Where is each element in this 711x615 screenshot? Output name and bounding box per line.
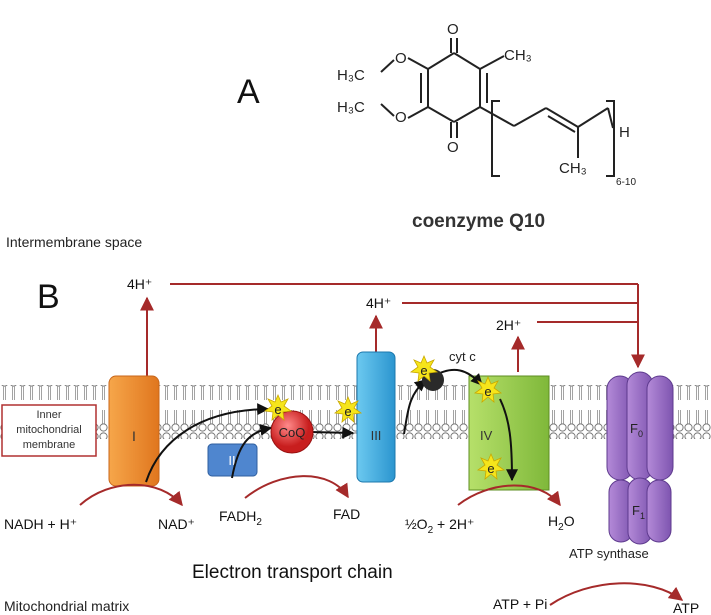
electron-label-2: e <box>344 404 351 419</box>
electron-burst-1 <box>263 393 293 421</box>
repeat-bracket-right <box>606 100 615 177</box>
reaction-arcs <box>79 475 684 606</box>
membrane-label-box <box>1 404 97 457</box>
fad-label: FAD <box>333 506 360 522</box>
terminal-hydrogen: H <box>619 124 630 141</box>
complex-iii-label: III <box>371 428 382 443</box>
ring-methyl-group: CH₃ <box>504 47 532 64</box>
coenzyme-caption: coenzyme Q10 <box>412 211 545 232</box>
repeat-count: 6-10 <box>616 177 636 188</box>
methoxy-oxygen-bottom: O <box>395 109 407 126</box>
electron-label-5: e <box>487 461 494 476</box>
f0-label: F0 <box>630 421 643 439</box>
atp-synthase-label: ATP synthase <box>569 546 649 561</box>
panel-b-letter: B <box>37 278 60 316</box>
nadh-label: NADH + H⁺ <box>4 516 77 532</box>
cytochrome-c-label: cyt c <box>449 349 476 364</box>
atp-pi-label: ATP + Pi <box>493 596 547 612</box>
proton-label-complex-iii: 4H⁺ <box>366 295 391 311</box>
repeat-bracket-left <box>491 100 500 177</box>
carbonyl-oxygen-bottom: O <box>447 139 459 156</box>
complex-iii <box>356 351 396 483</box>
carbonyl-oxygen-top: O <box>447 21 459 38</box>
nad-label: NAD⁺ <box>158 516 195 532</box>
atp-label: ATP <box>673 600 699 615</box>
electron-burst-3 <box>409 354 439 382</box>
intermembrane-space-label: Intermembrane space <box>6 234 142 250</box>
atp-synthase <box>606 371 674 545</box>
membrane-label-line-1: Inner <box>36 409 61 421</box>
proton-pathways <box>140 283 645 380</box>
electron-label-4: e <box>484 384 491 399</box>
electron-transport-chain: Intermembrane space B Inner mitochondria… <box>0 234 711 615</box>
coenzyme-q10-structure: A <box>237 21 636 232</box>
branch-methyl-group: CH₃ <box>559 160 587 177</box>
electron-label-1: e <box>274 402 281 417</box>
electron-label-3: e <box>420 363 427 378</box>
proton-label-complex-i: 4H⁺ <box>127 276 152 292</box>
f1-label: F1 <box>632 503 645 521</box>
membrane-label-line-3: membrane <box>23 439 76 451</box>
electron-burst-4 <box>473 375 503 403</box>
methoxy-oxygen-top: O <box>395 50 407 67</box>
coenzyme-q-label: CoQ <box>279 425 306 440</box>
proton-label-complex-iv: 2H⁺ <box>496 317 521 333</box>
fadh2-label: FADH2 <box>219 508 262 528</box>
water-product-label: H2O <box>548 513 575 533</box>
mitochondrial-matrix-label: Mitochondrial matrix <box>4 598 129 614</box>
coenzyme-q-sphere <box>270 410 314 454</box>
membrane-label-line-2: mitochondrial <box>16 424 81 436</box>
complex-iv-label: IV <box>480 428 493 443</box>
methoxy-methyl-bottom: H₃C <box>337 99 365 116</box>
methoxy-methyl-top: H₃C <box>337 67 365 84</box>
complex-i <box>108 375 160 487</box>
oxygen-reactant-label: ½O2 + 2H⁺ <box>405 516 474 536</box>
electron-burst-2 <box>333 395 363 423</box>
panel-a-letter: A <box>237 73 260 111</box>
quinone-ring <box>380 38 614 158</box>
etc-title: Electron transport chain <box>192 562 393 583</box>
electron-burst-5 <box>476 452 506 480</box>
complex-i-label: I <box>132 428 136 444</box>
complex-ii-label: II <box>228 453 235 468</box>
